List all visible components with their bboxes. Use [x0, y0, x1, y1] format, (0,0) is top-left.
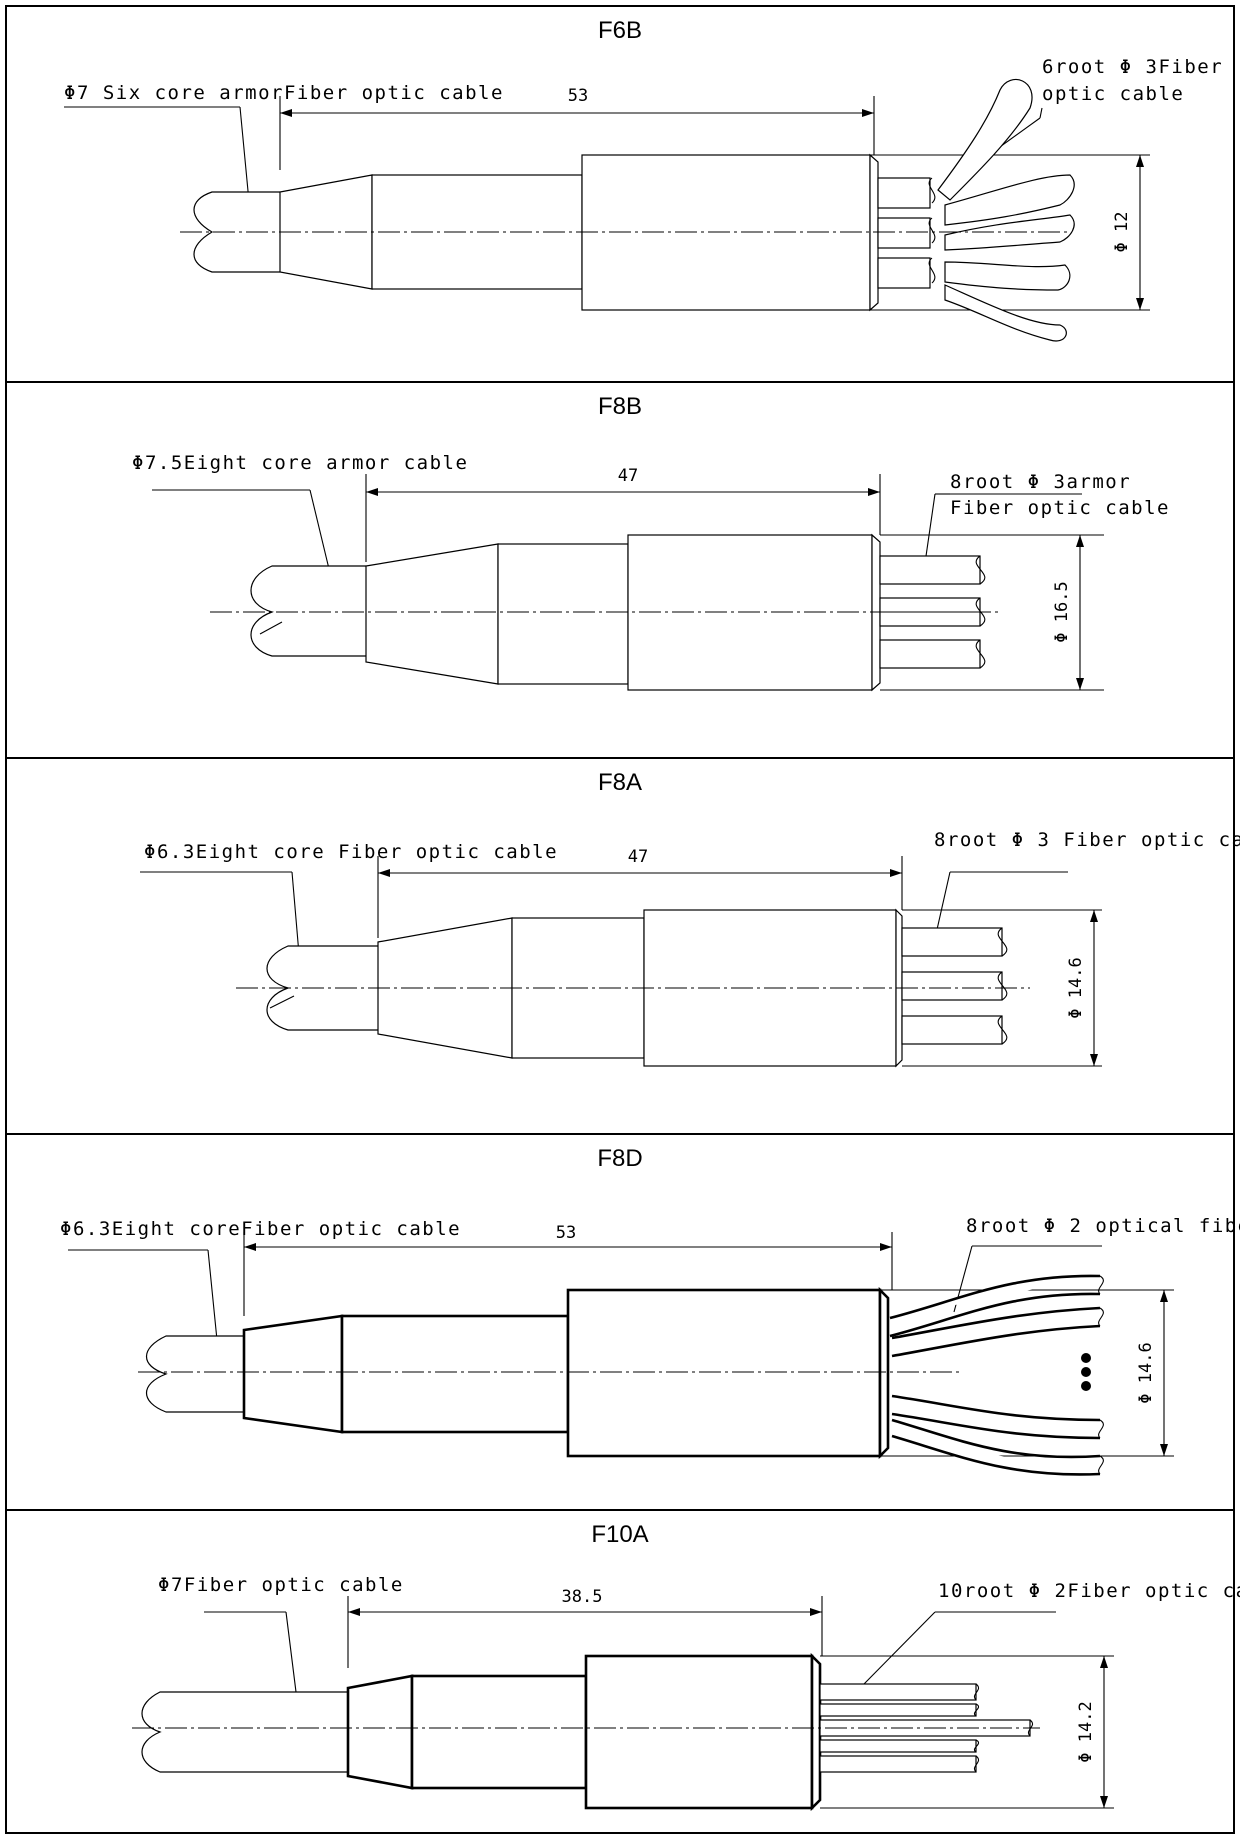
panel-f6b: F6B Φ7 Six core armorFiber optic cable 5…	[64, 17, 1223, 342]
panel-f8d: F8D Φ6.3Eight coreFiber optic cable 53 8…	[60, 1145, 1240, 1476]
diameter-dimension: Φ 16.5	[1052, 581, 1072, 642]
continuation-dots	[1081, 1353, 1091, 1391]
diameter-dimension: Φ 12	[1112, 212, 1132, 253]
fiber-label-line-2: Fiber optic cable	[950, 497, 1170, 519]
panel-f8b: F8B Φ7.5Eight core armor cable 47 8root …	[132, 393, 1170, 692]
cable-label: Φ7 Six core armorFiber optic cable	[64, 82, 504, 104]
fiber-bundle	[901, 927, 1008, 1045]
fiber-label-line-1: 6root Φ 3Fiber	[1042, 56, 1223, 78]
diameter-dimension: Φ 14.2	[1076, 1701, 1096, 1762]
panel-f8a: F8A Φ6.3Eight core Fiber optic cable 47 …	[140, 769, 1240, 1068]
fiber-label-line-2: optic cable	[1042, 83, 1184, 105]
diameter-dimension: Φ 14.6	[1136, 1342, 1156, 1403]
panel-title: F8A	[598, 769, 642, 796]
diameter-dimension: Φ 14.6	[1066, 957, 1086, 1018]
fiber-bundle	[877, 79, 1075, 342]
fiber-label-line-1: 8root Φ 3armor	[950, 471, 1131, 493]
panel-title: F6B	[598, 17, 642, 44]
length-dimension: 53	[556, 1223, 576, 1243]
panel-f10a: F10A Φ7Fiber optic cable 38.5 10root Φ 2…	[132, 1521, 1240, 1812]
panel-title: F8D	[597, 1145, 642, 1172]
cable-label: Φ7Fiber optic cable	[158, 1574, 404, 1596]
fiber-bundle	[819, 1683, 1034, 1773]
length-dimension: 38.5	[562, 1587, 603, 1607]
length-dimension: 47	[628, 847, 648, 867]
length-dimension: 47	[618, 466, 638, 486]
fiber-label-line-1: 8root Φ 3 Fiber optic cable	[934, 829, 1240, 851]
panel-title: F8B	[598, 393, 642, 420]
cable-label: Φ7.5Eight core armor cable	[132, 452, 468, 474]
fiber-label-line-1: 8root Φ 2 optical fiber	[966, 1215, 1240, 1237]
sheet-frame	[5, 5, 1235, 1834]
panel-title: F10A	[591, 1521, 648, 1548]
fiber-label-line-1: 10root Φ 2Fiber optic cable	[938, 1580, 1240, 1602]
cable-label: Φ6.3Eight core Fiber optic cable	[144, 841, 558, 863]
fiber-bundle	[889, 1274, 1104, 1476]
length-dimension: 53	[568, 86, 588, 106]
cable-label: Φ6.3Eight coreFiber optic cable	[60, 1218, 461, 1240]
